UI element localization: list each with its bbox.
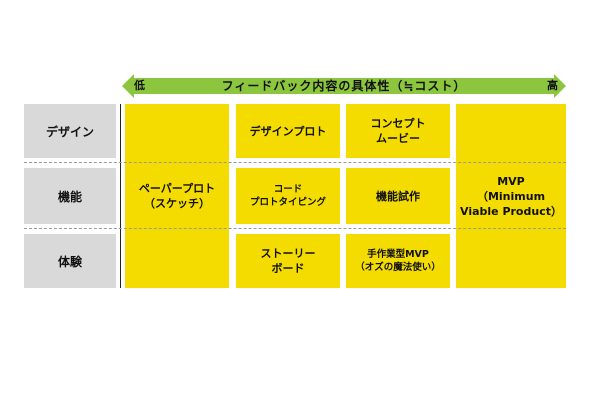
row-divider	[24, 162, 566, 163]
cell-design-prototype: デザインプロト	[236, 104, 340, 158]
row-divider	[24, 228, 566, 229]
row-header-experience: 体験	[24, 234, 116, 288]
cell-code-prototyping: コード プロトタイピング	[236, 168, 340, 224]
cost-axis-arrow: 低 フィードバック内容の具体性（≒コスト） 高	[122, 74, 566, 98]
vertical-divider	[120, 104, 121, 288]
double-arrow-icon	[122, 74, 566, 98]
row-header-function: 機能	[24, 168, 116, 224]
cell-paper-prototype: ペーパープロト （スケッチ）	[125, 104, 229, 288]
cell-storyboard: ストーリー ボード	[236, 234, 340, 288]
axis-low-label: 低	[134, 79, 145, 92]
cell-concept-movie: コンセプト ムービー	[346, 104, 450, 158]
row-header-design: デザイン	[24, 104, 116, 158]
cell-mvp: MVP （Minimum Viable Product）	[456, 104, 566, 288]
axis-high-label: 高	[547, 79, 558, 92]
axis-label: フィードバック内容の具体性（≒コスト）	[221, 79, 467, 93]
cell-function-trial: 機能試作	[346, 168, 450, 224]
cell-handmade-mvp: 手作業型MVP （オズの魔法使い）	[346, 234, 450, 288]
